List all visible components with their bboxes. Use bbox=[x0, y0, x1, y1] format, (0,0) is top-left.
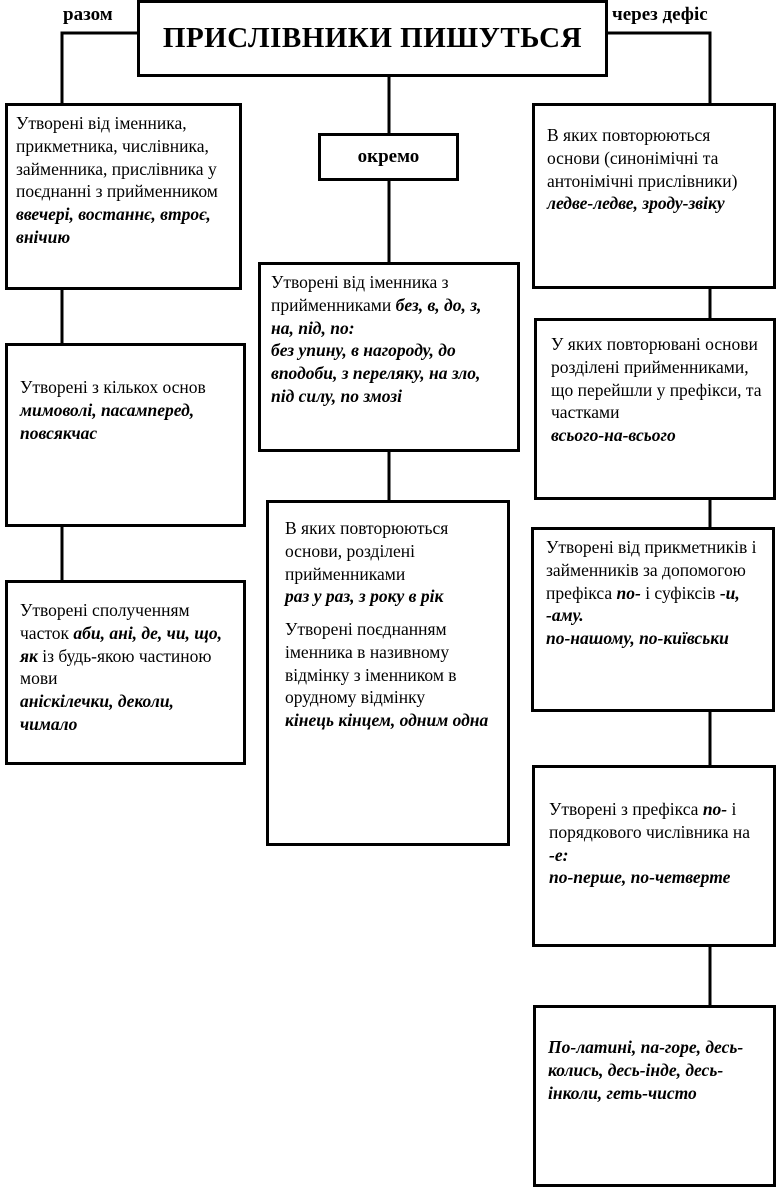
separately-1-preps: без, в, до, з, на, під, по: bbox=[271, 294, 482, 338]
hyphen-box-1: В яких повторюються основи (синонімічні … bbox=[532, 103, 776, 289]
together-1-examples: ввечері, востаннє, втроє, внічию bbox=[16, 204, 211, 247]
together-3-text-b: із будь-якою частиною мови bbox=[20, 645, 212, 689]
separately-label: окремо bbox=[357, 145, 420, 167]
hyphen-4-text-b: і порядкового числівника на bbox=[549, 799, 750, 842]
together-2-examples: мимоволі, пасампеpед, повсякчас bbox=[20, 399, 195, 443]
separately-2-text2: Утворені поєднанням іменника в називному… bbox=[285, 619, 457, 708]
hyphen-box-3: Утворені від прикметників і займенників … bbox=[531, 527, 775, 712]
page-title: ПРИСЛІВНИКИ ПИШУТЬСЯ bbox=[162, 21, 583, 54]
hyphen-box-5: По-латині, па-горе, десь-колись, десь-ін… bbox=[533, 1005, 776, 1187]
separately-1-examples: без упину, в нагороду, до вподоби, з пер… bbox=[271, 340, 481, 406]
separately-2-text: В яких повторюються основи, розділені пр… bbox=[285, 518, 449, 584]
hyphen-4-suffix: -е: bbox=[549, 844, 569, 865]
separately-box: окремо bbox=[318, 133, 459, 181]
hyphen-1-text: В яких повторюються основи (синонімічні … bbox=[547, 125, 738, 191]
hyphen-3-prefix: по- bbox=[616, 582, 641, 603]
hyphen-2-examples: всього-на-всього bbox=[551, 425, 676, 445]
hyphen-5-examples: По-латині, па-горе, десь-колись, десь-ін… bbox=[548, 1037, 744, 1103]
connector-right bbox=[608, 31, 712, 103]
hyphen-4-prefix: по- bbox=[702, 799, 728, 819]
together-3-particles: аби, ані, де, чи, що, як bbox=[20, 622, 223, 666]
hyphen-4-text-a: Утворені з префікса bbox=[549, 799, 699, 819]
title-box: ПРИСЛІВНИКИ ПИШУТЬСЯ bbox=[137, 0, 608, 77]
together-1-text: Утворені від іменника, прикметника, числ… bbox=[16, 113, 218, 202]
together-box-1: Утворені від іменника, прикметника, числ… bbox=[5, 103, 242, 290]
hyphen-3-text-b: і суфіксів bbox=[645, 582, 716, 603]
hyphen-4-examples: по-перше, по-четверте bbox=[549, 867, 731, 888]
hyphen-3-suffixes: -и, -аму. bbox=[546, 582, 740, 626]
separately-1-text: Утворені від іменника з прийменниками bbox=[271, 272, 449, 315]
hyphen-1-examples: ледве-ледве, зроду-звіку bbox=[547, 193, 725, 214]
together-2-text: Утворені з кількох основ bbox=[20, 377, 206, 397]
label-together: разом bbox=[63, 4, 113, 25]
connector-left bbox=[60, 31, 137, 103]
hyphen-3-text-a: Утворені від прикметників і займенників … bbox=[546, 537, 757, 603]
together-box-2: Утворені з кількох основ мимоволі, пасам… bbox=[5, 343, 246, 527]
separately-box-1: Утворені від іменника з прийменниками бе… bbox=[258, 262, 520, 452]
hyphen-box-2: У яких повторювані основи розділені прий… bbox=[534, 318, 776, 500]
separately-2-examples2: кінець кінцем, одним одна bbox=[285, 710, 489, 730]
hyphen-2-text: У яких повторювані основи розділені прий… bbox=[551, 334, 762, 423]
together-3-examples: аніскілечки, деколи, чимало bbox=[20, 691, 174, 734]
separately-box-2: В яких повторюються основи, розділені пр… bbox=[266, 500, 510, 846]
hyphen-3-examples: по-нашому, по-київськи bbox=[546, 628, 729, 648]
separately-2-examples: раз у раз, з року в рік bbox=[285, 586, 444, 607]
label-hyphen: через дефіс bbox=[612, 4, 708, 25]
hyphen-box-4: Утворені з префікса по- і порядкового чи… bbox=[532, 765, 776, 947]
together-3-text-a: Утворені сполученням часток bbox=[20, 600, 190, 643]
together-box-3: Утворені сполученням часток аби, ані, де… bbox=[5, 580, 246, 765]
